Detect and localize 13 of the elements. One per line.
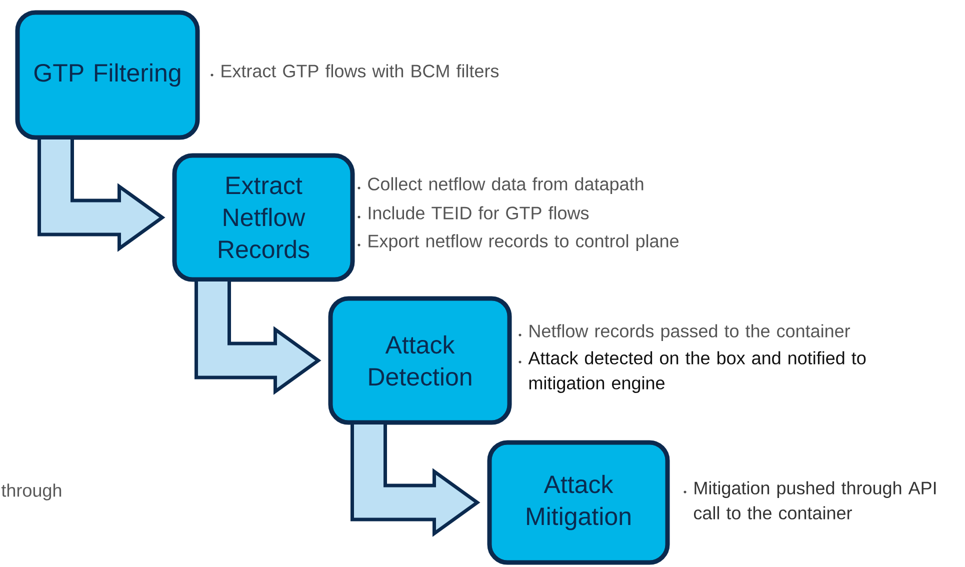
process-box: Attack Mitigation: [487, 440, 670, 565]
block-arrow: [350, 421, 480, 537]
process-box: Attack Detection: [328, 296, 512, 425]
process-box: Extract Netflow Records: [172, 153, 355, 282]
bullet-item: Include TEID for GTP flows: [358, 206, 589, 220]
note-text: through: [1, 484, 62, 500]
bullet-item: Mitigation pushed through API call to the container: [684, 481, 936, 520]
bullet-item: Attack detected on the box and notified to mitigation engine: [518, 351, 866, 393]
process-box: GTP Filtering: [15, 10, 200, 140]
bullet-item: Collect netflow data from datapath: [358, 177, 644, 194]
bullet-item: Netflow records passed to the container: [518, 324, 850, 341]
bullet-item: Export netflow records to control plane: [358, 234, 678, 251]
bullet-item: Extract GTP flows with BCM filters: [210, 64, 499, 78]
